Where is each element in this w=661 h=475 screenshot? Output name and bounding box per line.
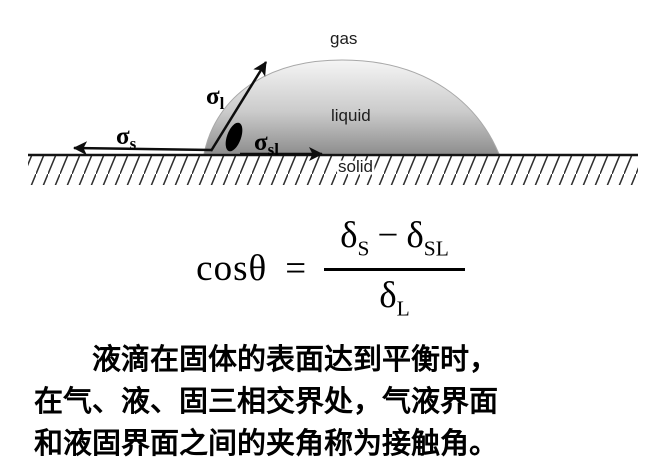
caption-line-2: 在气、液、固三相交界处，气液界面	[34, 386, 499, 418]
formula-numerator: δS−δSL	[324, 215, 465, 271]
sigma-sl-base: σ	[254, 129, 268, 156]
diagram-svg: gas liquid solid σs σl σsl	[28, 29, 638, 185]
delta-l-symbol: δ	[379, 274, 397, 316]
minus-sign: −	[377, 215, 399, 257]
sigma-l-base: σ	[206, 83, 220, 110]
formula-fraction: δS−δSL δL	[324, 215, 465, 320]
caption-paragraph: 液滴在固体的表面达到平衡时， 在气、液、固三相交界处，气液界面 和液固界面之间的…	[0, 339, 661, 465]
formula-equals-sign: =	[285, 247, 307, 289]
formula-denominator: δL	[324, 271, 465, 321]
delta-s-symbol: δ	[340, 215, 358, 257]
delta-sl-symbol: δ	[406, 215, 424, 257]
sigma-s-subscript: s	[130, 134, 137, 153]
solid-hatching	[28, 156, 638, 185]
sigma-s-base: σ	[116, 123, 130, 150]
gas-label: gas	[330, 29, 357, 48]
liquid-droplet	[203, 59, 500, 155]
formula-lhs: cosθ	[196, 247, 268, 289]
solid-label: solid	[338, 157, 373, 176]
sigma-l-label: σl	[206, 83, 225, 113]
delta-sl-subscript: SL	[423, 236, 449, 261]
delta-l-subscript: L	[396, 295, 410, 320]
sigma-l-subscript: l	[220, 94, 225, 113]
caption-line-3: 和液固界面之间的夹角称为接触角。	[34, 428, 499, 460]
contact-angle-diagram: gas liquid solid σs σl σsl	[0, 0, 661, 205]
sigma-s-arrow	[73, 141, 213, 156]
sigma-l-arrow	[209, 61, 268, 152]
sigma-s-label: σs	[116, 123, 137, 153]
delta-s-subscript: S	[357, 236, 370, 261]
liquid-label: liquid	[331, 106, 371, 125]
sigma-sl-label: σsl	[254, 129, 279, 159]
caption-line-1: 液滴在固体的表面达到平衡时，	[92, 344, 499, 376]
contact-angle-marker	[225, 122, 243, 152]
sigma-sl-subscript: sl	[268, 140, 280, 159]
contact-angle-formula: cosθ = δS−δSL δL	[0, 213, 661, 323]
